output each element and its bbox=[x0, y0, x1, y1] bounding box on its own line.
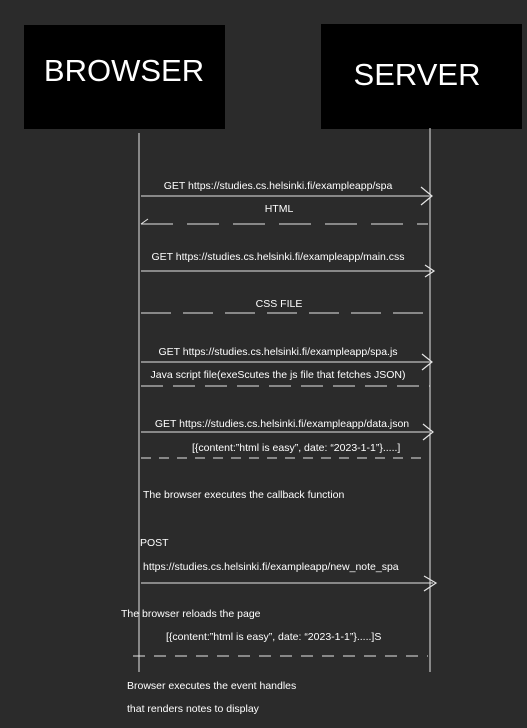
arrowhead-icon bbox=[424, 264, 436, 278]
note-render-notes: that renders notes to display bbox=[127, 703, 260, 715]
message-label-css-file: CSS FILE bbox=[256, 298, 303, 310]
message-label-json-data: [{content:”html is easy”, date: “2023-1-… bbox=[192, 442, 400, 454]
message-label-post: POST bbox=[140, 537, 169, 549]
browser-actor-label: BROWSER bbox=[44, 53, 204, 88]
message-label-get-js: GET https://studies.cs.helsinki.fi/examp… bbox=[158, 346, 397, 358]
message-label-post-url: https://studies.cs.helsinki.fi/exampleap… bbox=[143, 561, 399, 573]
message-label-get-json: GET https://studies.cs.helsinki.fi/examp… bbox=[155, 418, 409, 430]
arrowhead-icon bbox=[140, 218, 149, 225]
note-event-handler: Browser executes the event handles bbox=[127, 680, 296, 692]
message-label-get-css: GET https://studies.cs.helsinki.fi/examp… bbox=[151, 251, 404, 263]
message-label-json-reload: [{content:”html is easy”, date: “2023-1-… bbox=[166, 631, 381, 643]
arrowhead-icon bbox=[422, 423, 434, 441]
message-label-get-spa: GET https://studies.cs.helsinki.fi/examp… bbox=[164, 180, 393, 192]
message-label-html: HTML bbox=[265, 203, 294, 215]
arrowhead-icon bbox=[420, 186, 433, 206]
server-actor-label: SERVER bbox=[354, 57, 481, 92]
arrowhead-icon bbox=[423, 575, 438, 592]
arrowhead-icon bbox=[421, 353, 433, 371]
note-callback: The browser executes the callback functi… bbox=[143, 489, 345, 501]
message-label-js-file: Java script file(exeScutes the js file t… bbox=[150, 369, 405, 381]
server-actor-box bbox=[321, 24, 522, 129]
browser-actor-box bbox=[24, 25, 225, 129]
note-reload: The browser reloads the page bbox=[121, 608, 261, 620]
